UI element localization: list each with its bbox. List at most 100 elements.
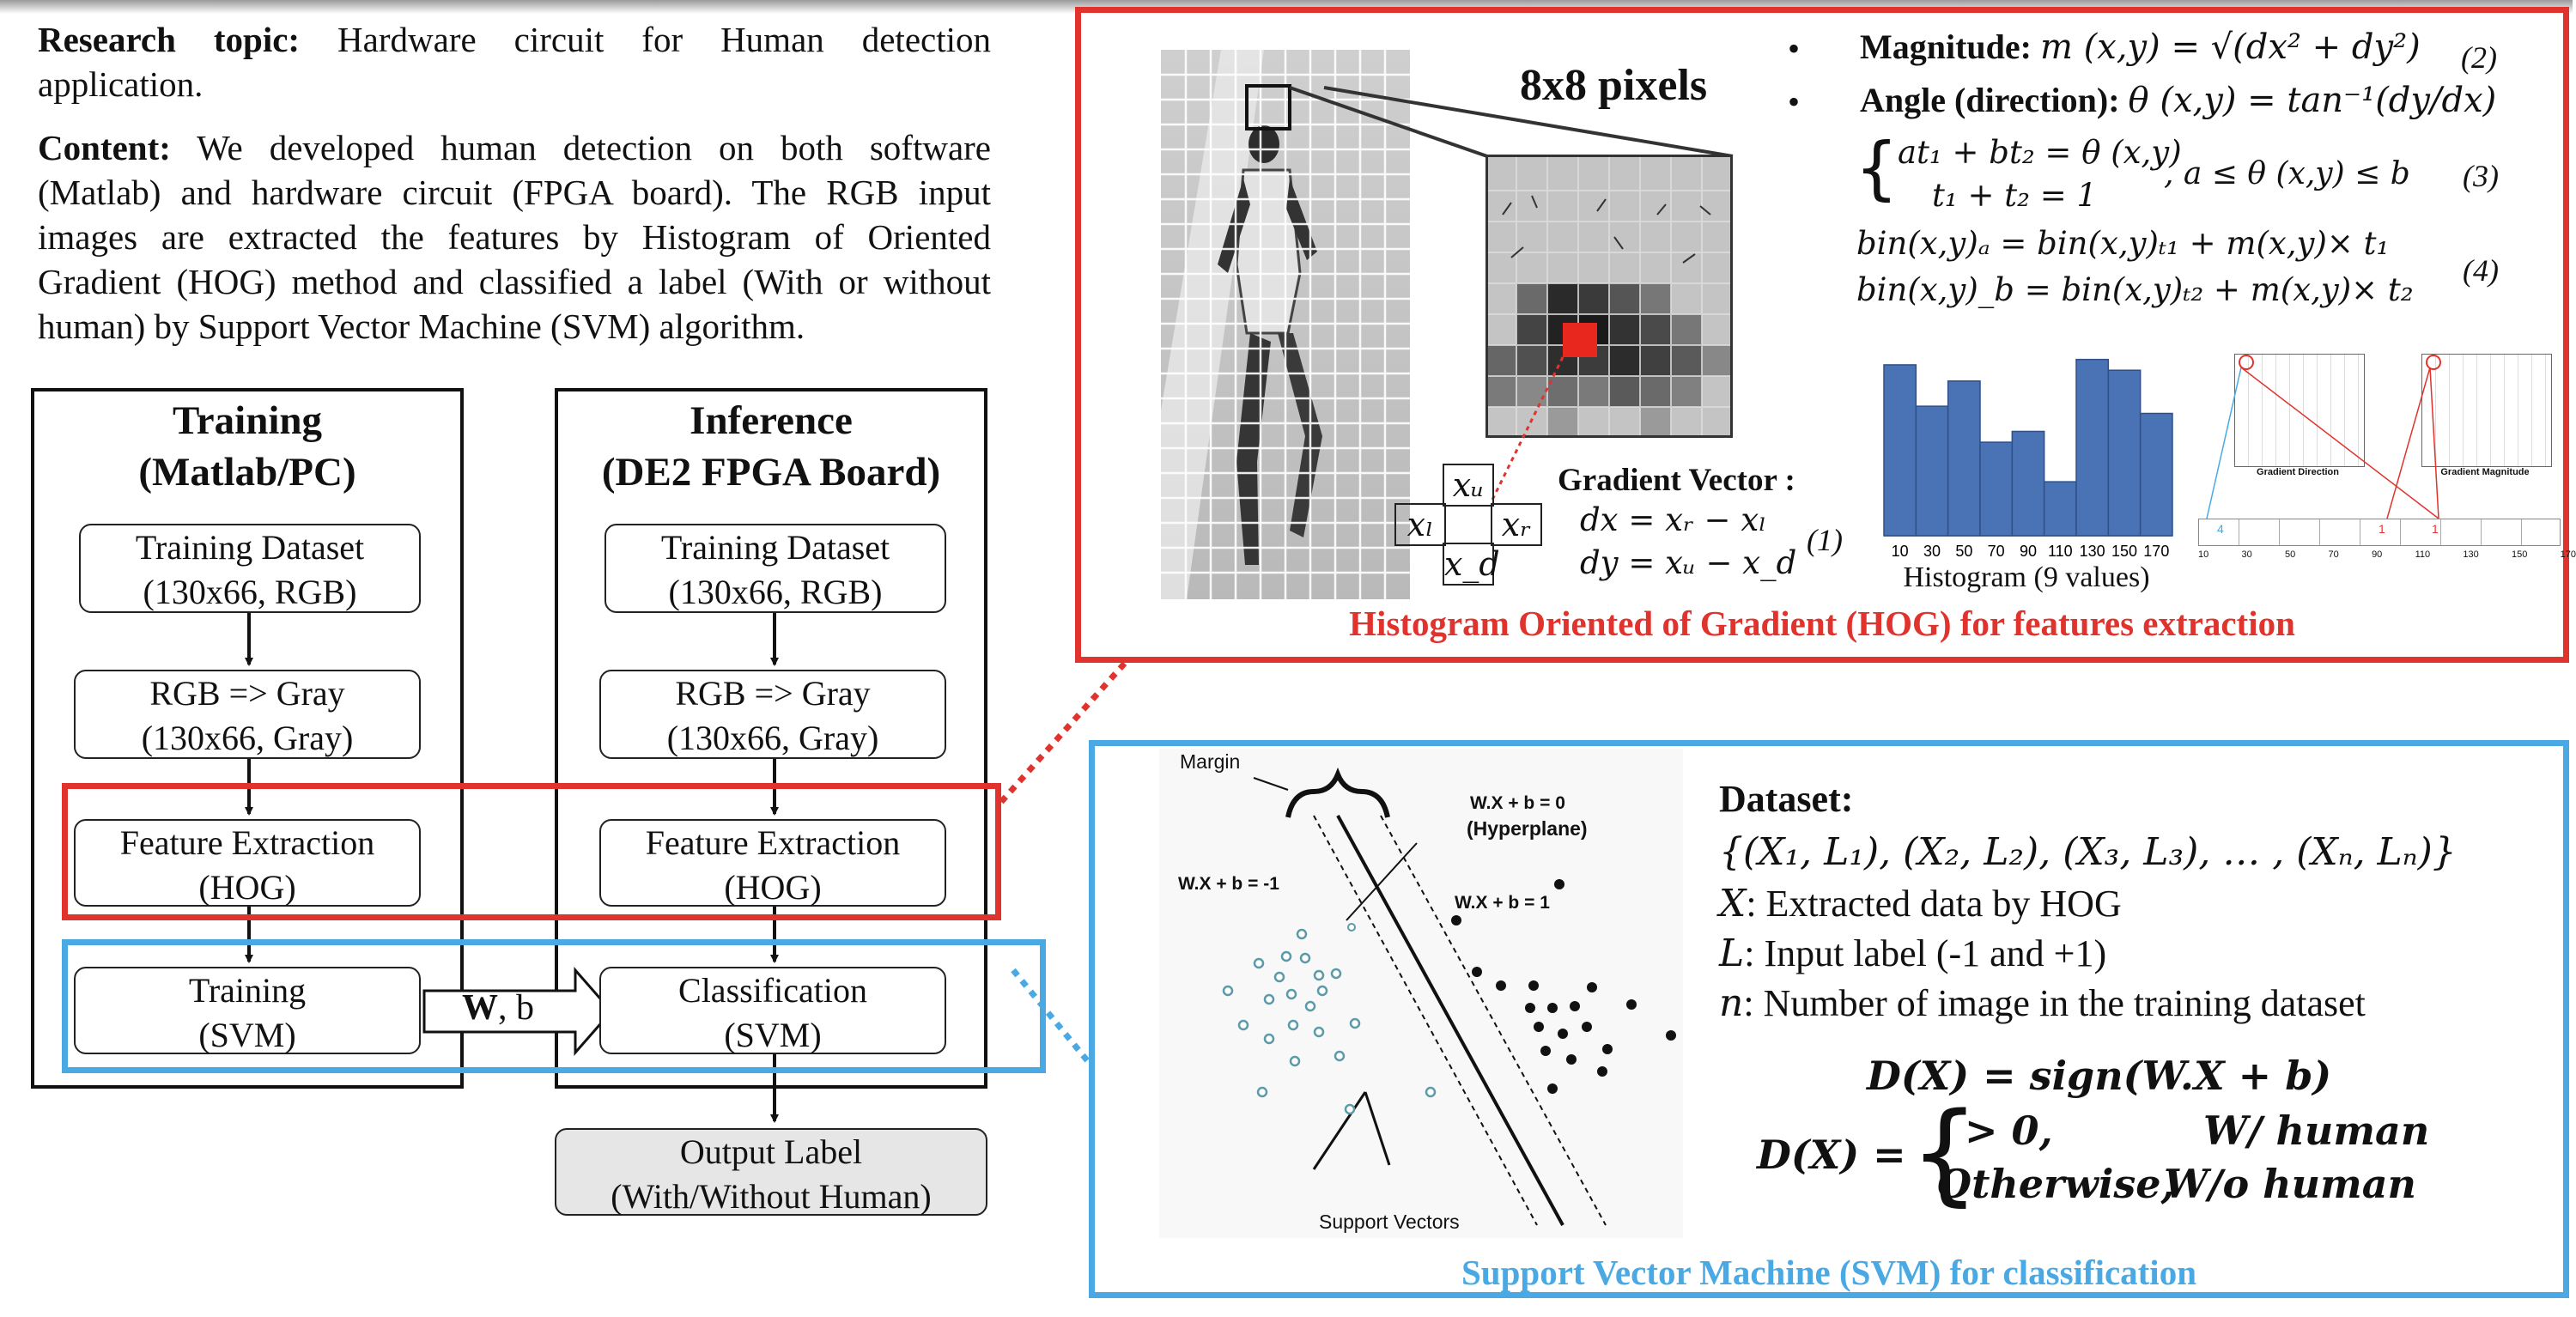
histogram-tick-label: 170 bbox=[2143, 543, 2169, 560]
x-symbol: X bbox=[1719, 882, 1747, 926]
person-head bbox=[1249, 125, 1279, 163]
transfer-b: , b bbox=[498, 988, 534, 1028]
training-node-gray: RGB => Gray (130x66, Gray) bbox=[74, 670, 421, 759]
histogram-tick-label: 50 bbox=[1955, 543, 1972, 560]
inference-title: Inference (DE2 FPGA Board) bbox=[558, 395, 984, 498]
eq4-number: (4) bbox=[2463, 253, 2499, 288]
support-vector-pointer-2 bbox=[1364, 1091, 1391, 1166]
bin-strip-ticks: 10 30 50 70 90 110 130 150 170 bbox=[2198, 549, 2576, 560]
cell-grid bbox=[1161, 50, 1410, 599]
dataset-l-line: L: Input label (-1 and +1) bbox=[1719, 927, 2106, 980]
content-text: We developed human detection on both sof… bbox=[38, 128, 991, 346]
histogram-bar bbox=[1979, 441, 2014, 537]
node-line: (130x66, RGB) bbox=[668, 573, 883, 611]
transfer-arrow-shape bbox=[422, 967, 613, 1056]
gradient-title: Gradient Vector : bbox=[1558, 463, 1795, 498]
positive-samples bbox=[1472, 879, 1676, 1077]
strip-tick: 170 bbox=[2560, 549, 2576, 560]
selected-cell bbox=[1245, 84, 1291, 130]
gradient-arrows bbox=[1502, 195, 1711, 264]
transfer-w: W bbox=[462, 988, 498, 1028]
training-node-svm: Training (SVM) bbox=[74, 967, 421, 1054]
cases-lhs: D(X) = bbox=[1757, 1132, 1906, 1178]
node-line: Training Dataset bbox=[660, 528, 890, 567]
strip-tick: 70 bbox=[2328, 549, 2339, 560]
n-symbol: n bbox=[1719, 981, 1744, 1025]
margin-label: Margin bbox=[1180, 750, 1241, 773]
strip-tick: 110 bbox=[2415, 549, 2431, 560]
system-line-1: at₁ + bt₂ = θ (x,y) bbox=[1898, 134, 2182, 171]
research-topic-text: Hardware circuit for Human detection app… bbox=[38, 20, 991, 104]
system-line-2: t₁ + t₂ = 1 bbox=[1932, 177, 2097, 214]
inference-node-dataset: Training Dataset (130x66, RGB) bbox=[605, 524, 946, 613]
flow-arrows bbox=[245, 613, 779, 1123]
positive-support-vector bbox=[1547, 1083, 1558, 1094]
svm-panel bbox=[1089, 740, 2569, 1298]
magnitude-label: Magnitude: bbox=[1860, 27, 2032, 66]
direction-highlight bbox=[2239, 355, 2254, 370]
hyperplane-equation: W.X + b = 0 bbox=[1470, 793, 1565, 813]
node-line: (SVM) bbox=[724, 1016, 822, 1054]
neighbor-left: xₗ bbox=[1394, 503, 1446, 546]
node-line: (130x66, Gray) bbox=[141, 719, 354, 757]
zoomed-cell-border bbox=[1485, 155, 1733, 438]
dx-equation: dx = xᵣ − xₗ bbox=[1580, 501, 1767, 538]
bin-vote-lines bbox=[2206, 367, 2439, 519]
case-1-condition: > 0, bbox=[1965, 1108, 2053, 1154]
magnitude-highlight bbox=[2426, 355, 2441, 370]
bin-strip bbox=[2198, 519, 2561, 546]
magnitude-equation: m (x,y) = √(dx² + dy²) bbox=[2040, 27, 2421, 67]
histogram-tick-label: 130 bbox=[2080, 543, 2105, 560]
node-line: (HOG) bbox=[198, 868, 296, 907]
l-symbol: L bbox=[1719, 932, 1745, 975]
l-description: : Input label (-1 and +1) bbox=[1744, 932, 2107, 974]
dataset-x-line: X: Extracted data by HOG bbox=[1719, 877, 2122, 931]
bin-a-equation: bin(x,y)ₐ = bin(x,y)ₜ₁ + m(x,y)× t₁ bbox=[1856, 225, 2390, 262]
research-topic: Research topic: Hardware circuit for Hum… bbox=[38, 17, 991, 106]
histogram-bar bbox=[1947, 380, 1981, 537]
strip-mark: 1 bbox=[2432, 522, 2439, 536]
inference-title-line1: Inference bbox=[690, 398, 853, 443]
strip-mark: 4 bbox=[2217, 522, 2224, 536]
cases-brace: { bbox=[1910, 1089, 1980, 1217]
n-description: : Number of image in the training datase… bbox=[1743, 982, 2366, 1024]
histogram-bar bbox=[2043, 481, 2077, 537]
svm-plot bbox=[1159, 749, 1683, 1238]
negative-margin-equation: W.X + b = -1 bbox=[1178, 874, 1279, 894]
node-line: Training Dataset bbox=[135, 528, 365, 567]
support-vector-pointer-1 bbox=[1312, 1091, 1367, 1170]
research-topic-label: Research topic: bbox=[38, 20, 301, 59]
dataset-title: Dataset: bbox=[1719, 778, 1854, 820]
case-2-value: W/o human bbox=[2164, 1161, 2416, 1207]
neighbor-pixels: xᵤ xₗ xᵣ x_d bbox=[1394, 464, 1583, 592]
case-1-value: W/ human bbox=[2203, 1108, 2430, 1154]
hog-panel bbox=[1075, 7, 2569, 663]
target-pixel bbox=[1563, 323, 1597, 357]
node-line: (130x66, RGB) bbox=[143, 573, 357, 611]
histogram-tick-label: 110 bbox=[2048, 543, 2073, 560]
training-title: Training (Matlab/PC) bbox=[34, 395, 460, 498]
margin-brace bbox=[1285, 767, 1390, 818]
hyperplane-label: (Hyperplane) bbox=[1467, 817, 1588, 840]
node-line: Output Label bbox=[679, 1132, 863, 1171]
content-paragraph: Content: We developed human detection on… bbox=[38, 125, 991, 349]
histogram-bar bbox=[2075, 358, 2110, 537]
decision-function: D(X) = sign(W.X + b) bbox=[1867, 1053, 2332, 1099]
node-line: (With/Without Human) bbox=[611, 1177, 932, 1216]
person-cell-image bbox=[1161, 50, 1410, 599]
system-condition: , a ≤ θ (x,y) ≤ b bbox=[2164, 156, 2410, 191]
inference-node-gray: RGB => Gray (130x66, Gray) bbox=[599, 670, 946, 759]
histogram-tick-label: 10 bbox=[1892, 543, 1909, 560]
strip-tick: 130 bbox=[2463, 549, 2479, 560]
margin-line-positive bbox=[1380, 815, 1607, 1226]
histogram-tick-label: 150 bbox=[2111, 543, 2137, 560]
hyperplane-pointer bbox=[1346, 842, 1418, 921]
training-title-line1: Training bbox=[172, 398, 323, 443]
pixel-pointer bbox=[1489, 356, 1564, 504]
svm-plot-background bbox=[1159, 749, 1683, 1238]
strip-tick: 50 bbox=[2285, 549, 2296, 560]
bullet-dot-1: • bbox=[1788, 29, 1801, 68]
hyperplane-line bbox=[1336, 815, 1564, 1226]
training-node-hog: Feature Extraction (HOG) bbox=[74, 819, 421, 907]
